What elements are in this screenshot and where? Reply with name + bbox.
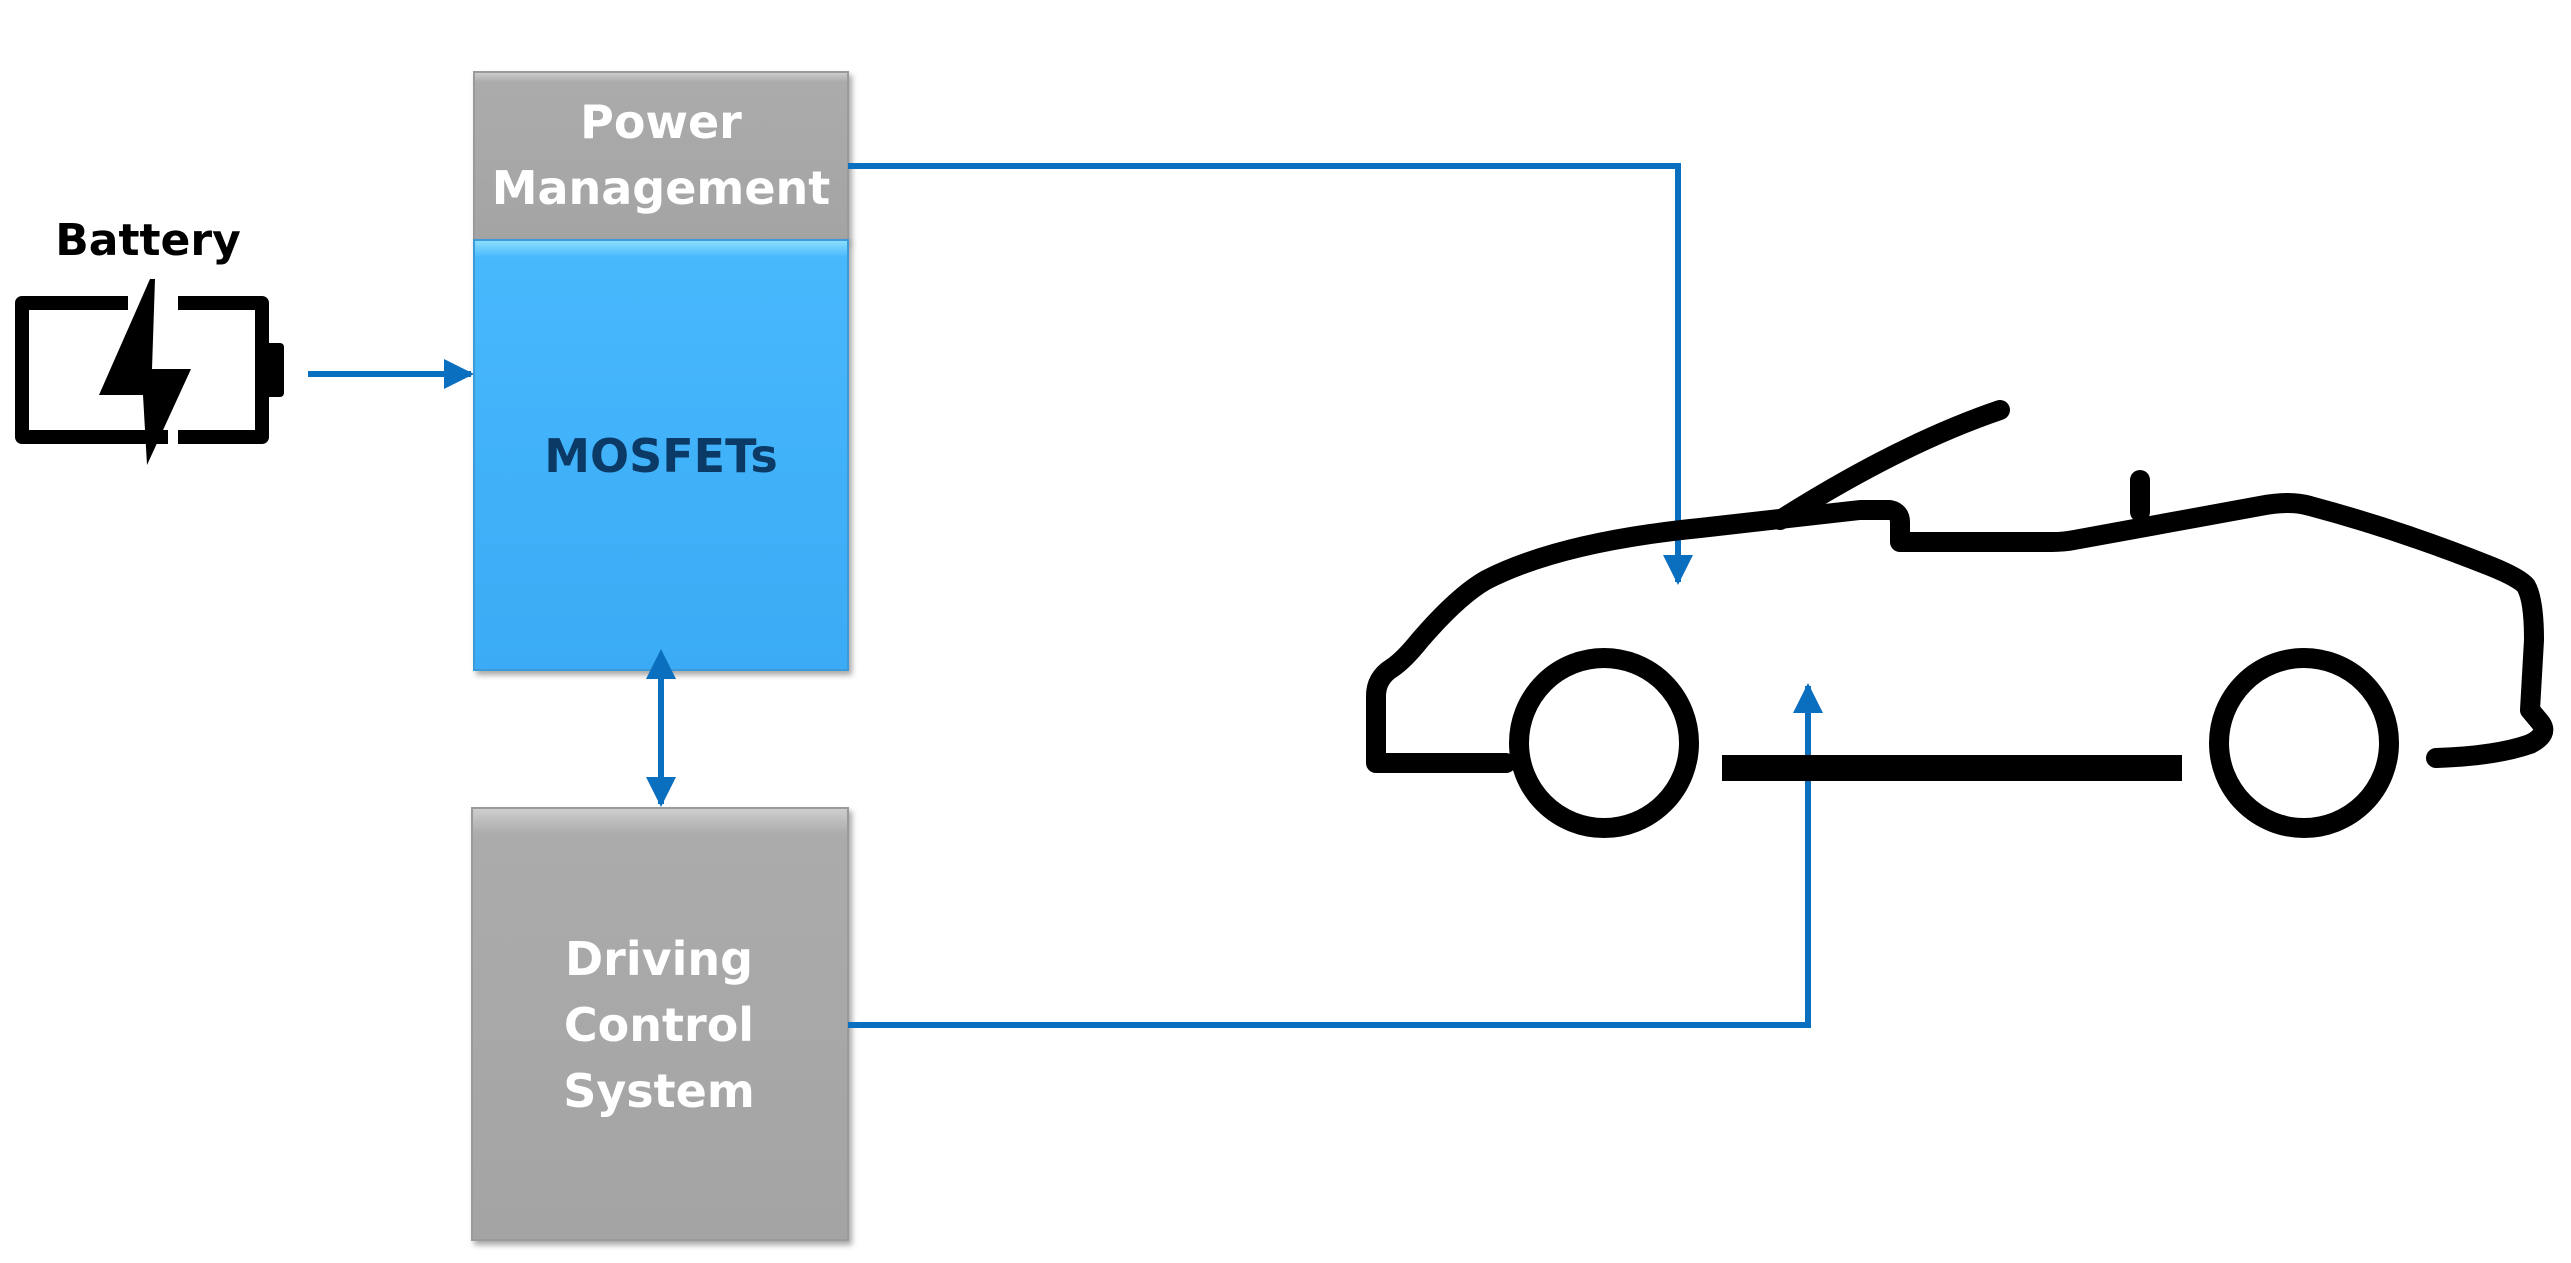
mosfets-label: MOSFETs bbox=[544, 429, 778, 483]
power-management-box bbox=[473, 71, 849, 241]
power-management-to-car-arrow bbox=[848, 163, 1693, 585]
driving-control-label-line1: Driving bbox=[565, 932, 753, 986]
power-management-label-line2: Management bbox=[492, 161, 831, 215]
driving-control-system-box bbox=[471, 807, 849, 1241]
convertible-car-icon bbox=[1366, 400, 2554, 838]
battery-charging-icon bbox=[15, 279, 284, 465]
battery-label: Battery bbox=[55, 215, 241, 266]
power-management-label-line1: Power bbox=[580, 95, 742, 149]
mosfets-box bbox=[473, 239, 849, 671]
driving-control-label-line3: System bbox=[563, 1064, 755, 1118]
driving-control-label-line2: Control bbox=[564, 998, 754, 1052]
driving-control-to-car-arrow bbox=[848, 683, 1823, 1028]
